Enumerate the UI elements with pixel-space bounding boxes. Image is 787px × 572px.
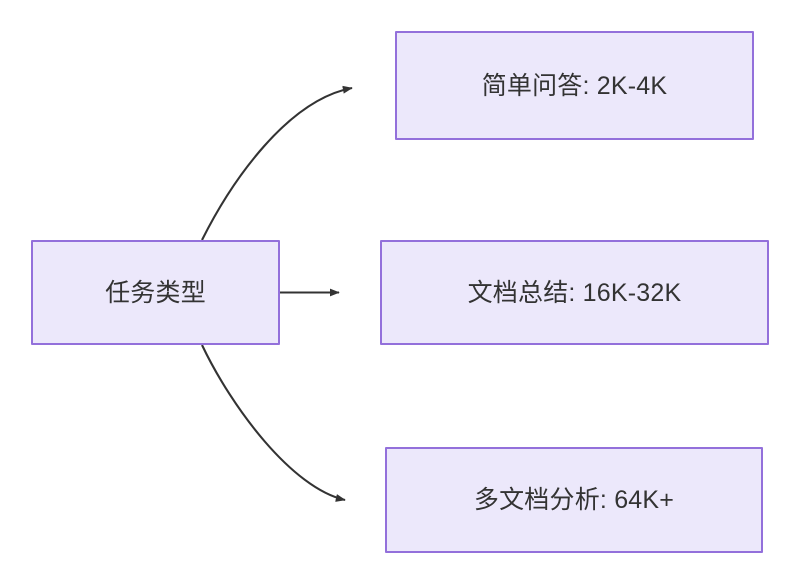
node-document-summary[interactable]: 文档总结: 16K-32K — [380, 240, 769, 345]
node-multi-document-analysis[interactable]: 多文档分析: 64K+ — [385, 447, 763, 553]
node-label-task-type: 任务类型 — [105, 278, 206, 307]
edge-root-to-simple — [201, 85, 353, 241]
node-task-type[interactable]: 任务类型 — [31, 240, 280, 345]
node-label-multi-document-analysis: 多文档分析: 64K+ — [473, 486, 675, 514]
node-label-simple-qa: 简单问答: 2K-4K — [481, 71, 668, 100]
node-label-document-summary: 文档总结: 16K-32K — [467, 278, 682, 307]
edge-root-to-multi — [201, 344, 346, 502]
node-simple-qa[interactable]: 简单问答: 2K-4K — [395, 31, 754, 140]
